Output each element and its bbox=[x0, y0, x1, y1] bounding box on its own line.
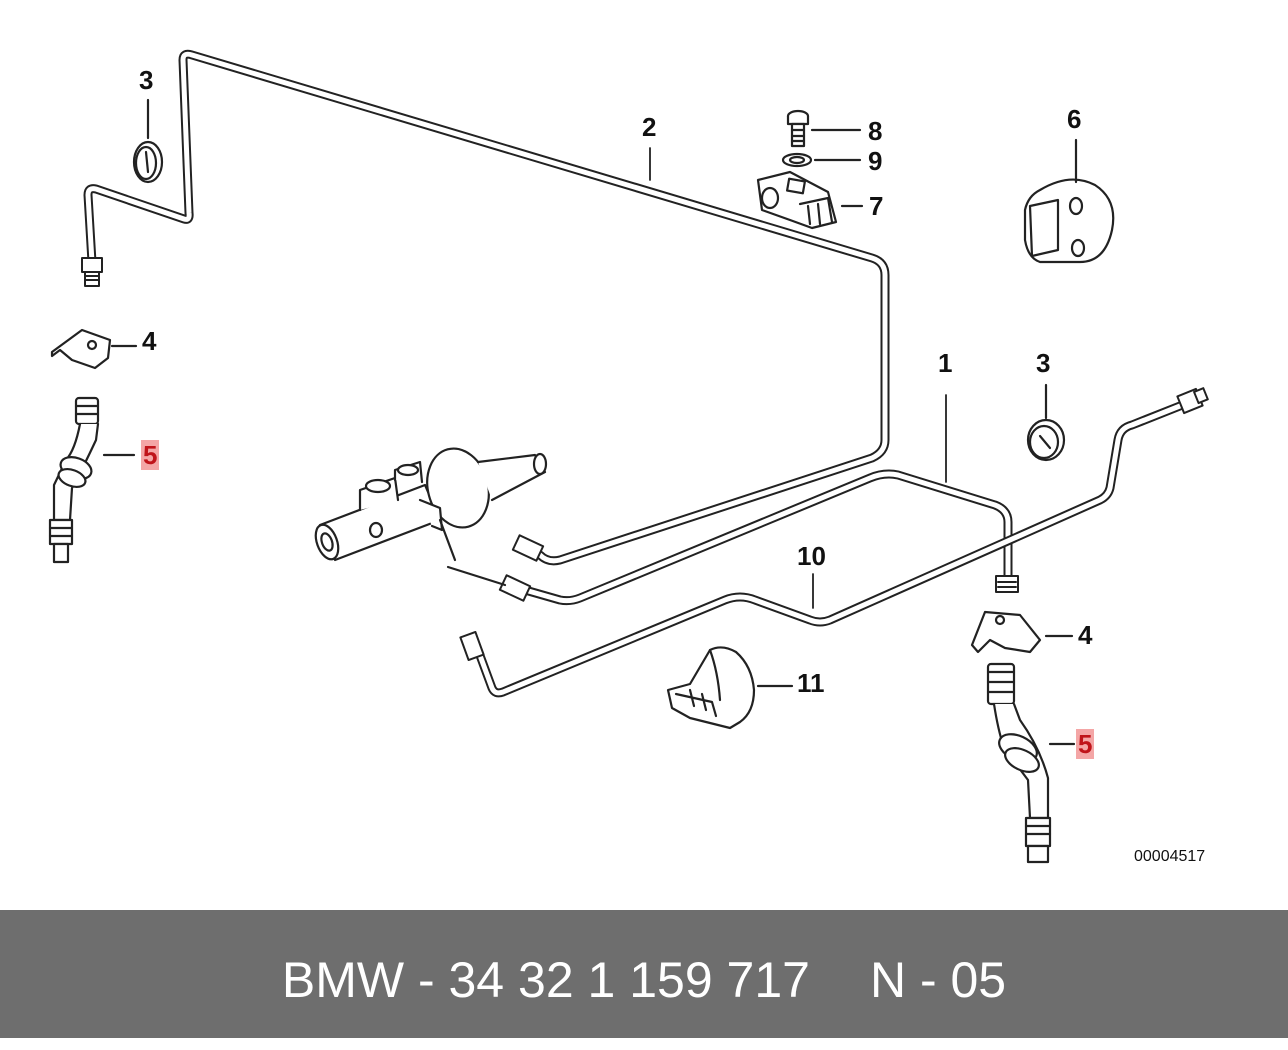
callout-label-1: 1 bbox=[938, 348, 953, 378]
holder-clip-4-right bbox=[970, 610, 1074, 654]
position-code: N - 05 bbox=[869, 952, 1007, 1008]
part-number: 34 32 1 159 717 bbox=[448, 952, 810, 1008]
grommet-cap-3-right bbox=[1026, 383, 1066, 462]
pipe-clip-11 bbox=[666, 646, 794, 730]
callout-label-8: 8 bbox=[868, 116, 883, 146]
pipe-fitting-left-2 bbox=[81, 257, 103, 287]
brake-pipe-10 bbox=[473, 397, 1195, 698]
brand-name: BMW bbox=[281, 952, 405, 1008]
callout-label-11: 11 bbox=[797, 668, 825, 698]
callout-label-4-left: 4 bbox=[142, 326, 157, 356]
brake-pipe-2 bbox=[83, 49, 890, 566]
callout-label-7: 7 bbox=[869, 191, 884, 221]
brake-hose-5-right bbox=[986, 662, 1076, 864]
callout-label-3-left: 3 bbox=[139, 65, 154, 95]
callout-label-10: 10 bbox=[797, 541, 826, 571]
bracket-7 bbox=[756, 170, 864, 230]
pipe-fitting-master-1 bbox=[498, 574, 532, 602]
callout-label-2: 2 bbox=[642, 112, 657, 142]
grommet-6 bbox=[1023, 138, 1115, 264]
brake-lines-drawing bbox=[48, 49, 1209, 864]
master-cylinder bbox=[314, 447, 548, 587]
parts-diagram: 1 2 3 3 4 4 5 5 6 7 8 9 10 11 00004517 bbox=[48, 49, 1209, 865]
callout-label-5-left: 5 bbox=[141, 440, 160, 470]
callout-label-9: 9 bbox=[868, 146, 883, 176]
grommet-cap-3-left bbox=[132, 98, 164, 184]
callout-label-3-right: 3 bbox=[1036, 348, 1051, 378]
callout-label-5-right: 5 bbox=[1076, 729, 1095, 759]
leader-lines bbox=[649, 147, 947, 609]
brake-pipe-1 bbox=[520, 469, 1013, 606]
diagram-id: 00004517 bbox=[1134, 848, 1206, 865]
bolt-8 bbox=[786, 109, 862, 148]
brake-hose-5-left bbox=[48, 396, 136, 564]
callout-label-4-right: 4 bbox=[1078, 620, 1093, 650]
pipe-fitting-right-10 bbox=[1176, 387, 1209, 415]
callout-label-6: 6 bbox=[1067, 104, 1082, 134]
holder-clip-4-left bbox=[50, 328, 138, 370]
pipe-fitting-master-10 bbox=[459, 630, 485, 662]
pipe-fitting-right-1 bbox=[995, 575, 1019, 593]
washer-9 bbox=[781, 152, 862, 168]
pipe-fitting-master-2 bbox=[511, 534, 545, 562]
